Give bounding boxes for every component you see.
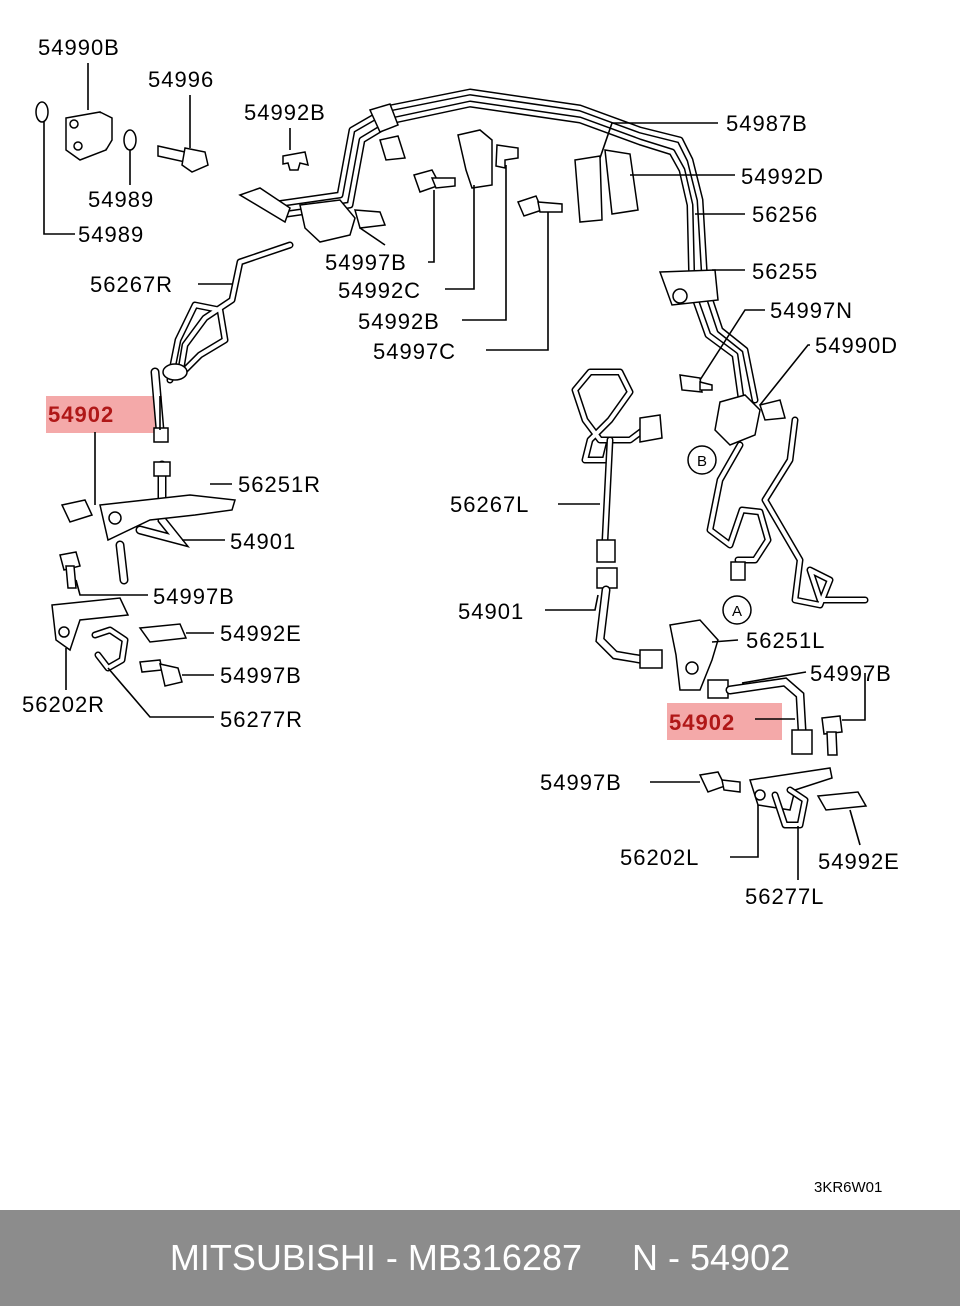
leader-lines (43, 63, 866, 880)
main-brake-pipes (266, 88, 759, 409)
bolt-54997B-left-2 (139, 659, 183, 687)
bracket-56251L (669, 619, 719, 691)
label-56255: 56255 (752, 259, 818, 284)
junction-block-top (238, 187, 387, 243)
label-54987B: 54987B (726, 111, 808, 136)
label-54901-right: 54901 (458, 599, 524, 624)
bolt-54997B-right-2 (698, 771, 741, 793)
label-56277R: 56277R (220, 707, 303, 732)
brake-hose-56267L (596, 539, 616, 563)
label-54992E-right: 54992E (818, 849, 900, 874)
label-54992E-left: 54992E (220, 621, 302, 646)
marker-B: B (687, 445, 717, 475)
footer-text: MITSUBISHI - MB316287 N - 54902 (169, 1237, 791, 1278)
bracket-54992C (457, 129, 493, 189)
bracket-56202R (51, 597, 130, 652)
svg-text:A: A (732, 603, 742, 620)
bracket-54987B (574, 149, 639, 223)
label-54992D: 54992D (741, 164, 824, 189)
label-56202L: 56202L (620, 845, 699, 870)
clamp-56255 (658, 269, 719, 306)
brake-pipe-56267R (162, 241, 294, 384)
label-54997B-left-1: 54997B (153, 584, 235, 609)
pipe-valve-to-A (706, 416, 869, 609)
svg-text:B: B (697, 453, 707, 470)
label-56202R: 56202R (22, 692, 105, 717)
pipe-56277R (91, 626, 129, 672)
brake-hose-54902-right (707, 677, 813, 755)
bolt-54996 (157, 145, 209, 173)
bolt-54997B-right-1 (821, 715, 843, 756)
clip-54992E-right (816, 791, 868, 811)
label-54997B-top: 54997B (325, 250, 407, 275)
label-54992C: 54992C (338, 278, 421, 303)
part-number-footer: MITSUBISHI - MB316287 N - 54902 (0, 1210, 960, 1306)
bolt-54997C (516, 195, 563, 217)
brake-hose-54902-left (150, 367, 169, 443)
label-54997B-left-2: 54997B (220, 663, 302, 688)
washer-54989-a (35, 101, 49, 123)
clip-54992E-left (138, 623, 188, 643)
clamp-top-center (368, 103, 406, 161)
washer-54989-b (123, 129, 137, 151)
highlight-54902-right (667, 703, 782, 740)
label-54902-right: 54902 (669, 710, 735, 735)
label-54997B-right-1: 54997B (810, 661, 892, 686)
brake-hose-54901-right (595, 567, 663, 669)
label-56267L: 56267L (450, 492, 529, 517)
label-54990B: 54990B (38, 35, 120, 60)
brake-hose-54901-left (115, 460, 191, 585)
label-54902-left: 54902 (48, 402, 114, 427)
label-54996: 54996 (148, 67, 214, 92)
label-54989-a: 54989 (88, 187, 154, 212)
label-54992B-top: 54992B (244, 100, 326, 125)
highlight-54902-left (46, 396, 162, 433)
label-54997B-right-2: 54997B (540, 770, 622, 795)
label-54989-b: 54989 (78, 222, 144, 247)
bracket-56251R (60, 494, 236, 542)
clip-54992B-mid (495, 144, 519, 169)
clip-54992B-top (282, 151, 310, 171)
label-56251L: 56251L (746, 628, 825, 653)
label-54901-left: 54901 (230, 529, 296, 554)
proportioning-valve-54990D (639, 394, 786, 446)
diagram-code: 3KR6W01 (814, 1179, 882, 1196)
bolt-54997N (679, 374, 713, 393)
brake-pipe-56267L-coils (571, 368, 654, 544)
label-56277L: 56277L (745, 884, 824, 909)
bracket-54990B (65, 111, 113, 161)
label-56267R: 56267R (90, 272, 173, 297)
label-54992B-mid: 54992B (358, 309, 440, 334)
pipe-56277L (771, 786, 809, 829)
label-54997C: 54997C (373, 339, 456, 364)
marker-A: A (722, 595, 752, 625)
bolt-54997B-left-1 (59, 551, 81, 589)
bolt-54997B-top (413, 169, 456, 193)
label-54997N: 54997N (770, 298, 853, 323)
label-56251R: 56251R (238, 472, 321, 497)
label-54990D: 54990D (815, 333, 898, 358)
brake-line-diagram: B A (22, 35, 900, 1196)
label-56256: 56256 (752, 202, 818, 227)
